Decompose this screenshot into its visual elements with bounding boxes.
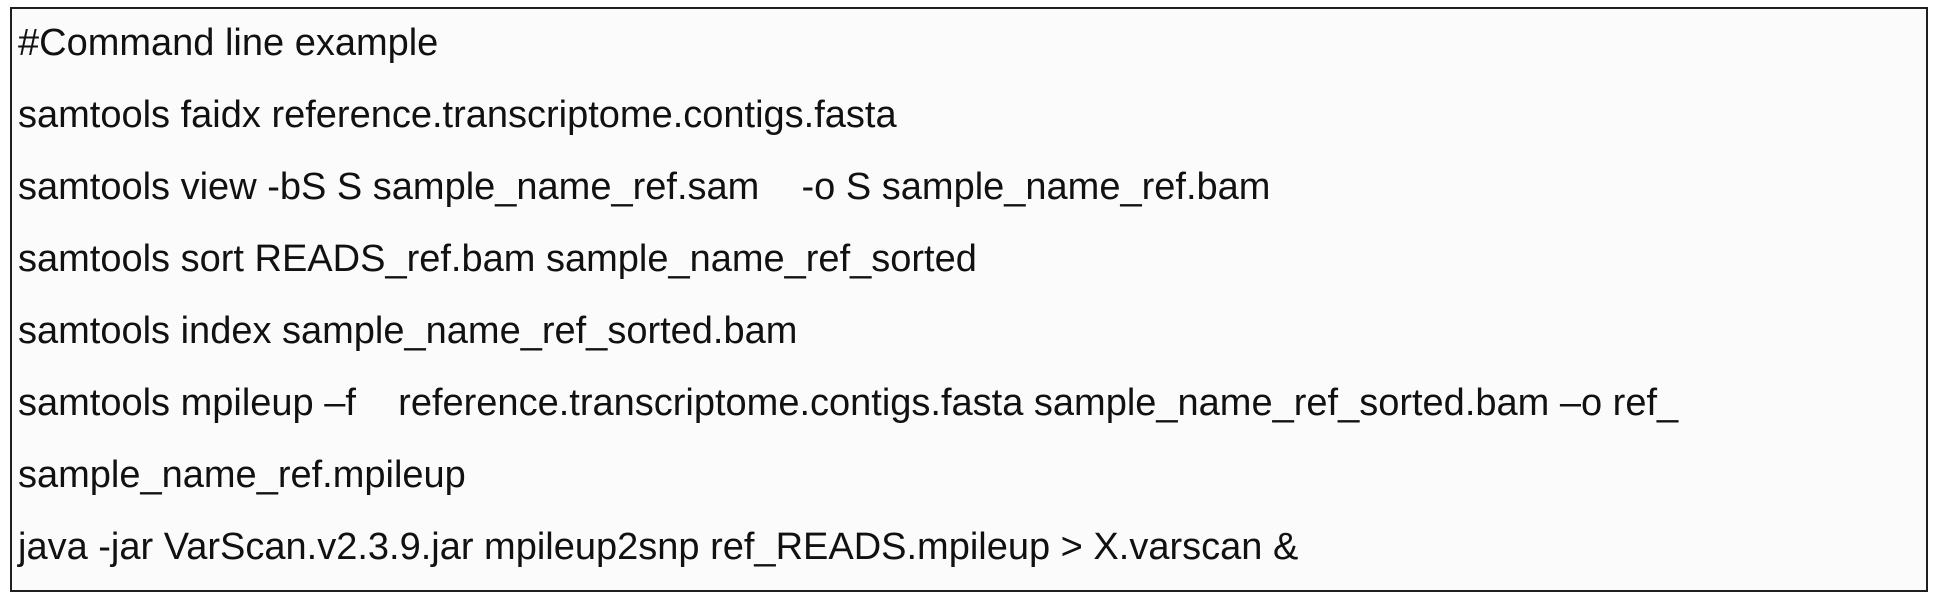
command-line-sort: samtools sort READS_ref.bam sample_name_… xyxy=(18,238,977,280)
command-line-mpileup-continued: sample_name_ref.mpileup xyxy=(18,454,466,496)
command-line-faidx: samtools faidx reference.transcriptome.c… xyxy=(18,94,897,136)
command-line-box: #Command line example samtools faidx ref… xyxy=(10,7,1928,592)
command-line-mpileup: samtools mpileup –f reference.transcript… xyxy=(18,382,1679,424)
comment-line: #Command line example xyxy=(18,22,439,64)
command-line-varscan: java -jar VarScan.v2.3.9.jar mpileup2snp… xyxy=(18,526,1299,568)
command-line-view: samtools view -bS S sample_name_ref.sam … xyxy=(18,166,1271,208)
command-line-index: samtools index sample_name_ref_sorted.ba… xyxy=(18,310,798,352)
